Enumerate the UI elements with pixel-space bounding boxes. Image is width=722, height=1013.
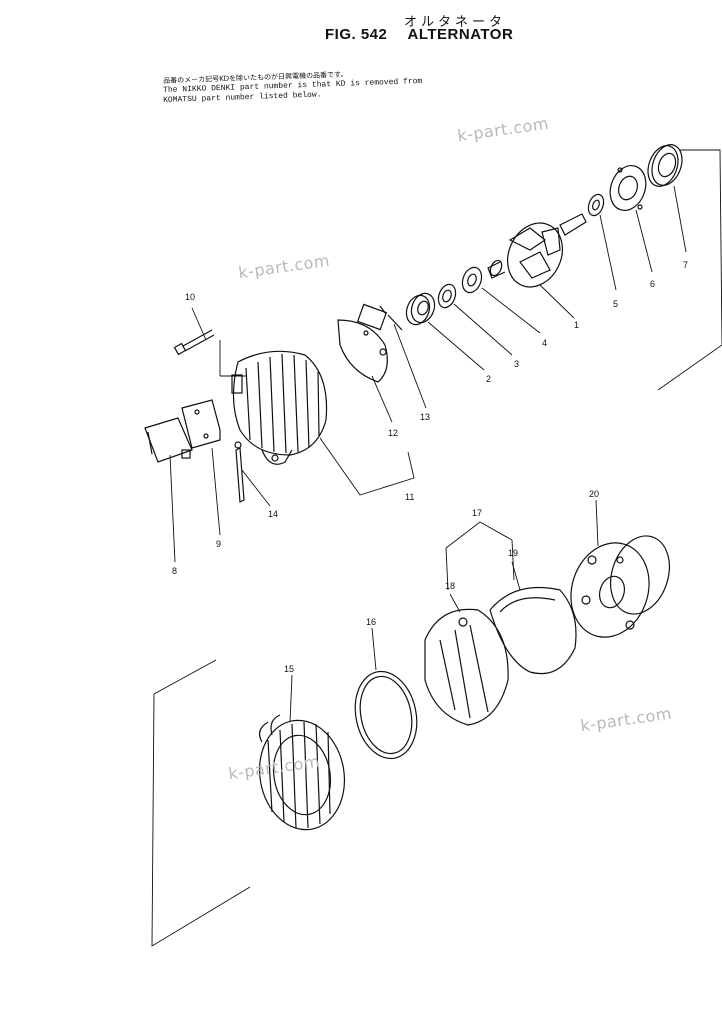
callout-19: 19 <box>508 548 518 558</box>
part-6-retainer-plate <box>609 165 647 211</box>
callout-12: 12 <box>388 428 398 438</box>
part-2-bearing <box>405 292 436 326</box>
page-title: FIG. 542 ALTERNATOR <box>325 26 513 43</box>
part-10-bolt <box>173 329 215 356</box>
figure-title: ALTERNATOR <box>407 26 514 43</box>
part-1-rotor <box>487 213 587 288</box>
callout-17: 17 <box>472 508 482 518</box>
part-9-gasket <box>181 399 221 449</box>
part-18-rectifier-housing <box>424 608 509 726</box>
part-8-regulator <box>144 417 193 463</box>
callout-10: 10 <box>185 292 195 302</box>
title-japanese: オルタネータ <box>404 15 507 30</box>
callout-7: 7 <box>683 260 688 270</box>
part-12-brush-holder-cover <box>337 319 388 383</box>
callout-20: 20 <box>589 489 599 499</box>
callout-9: 9 <box>216 539 221 549</box>
callout-15: 15 <box>284 664 294 674</box>
callout-1: 1 <box>574 320 579 330</box>
callout-13: 13 <box>420 412 430 422</box>
callout-11: 11 <box>405 492 414 502</box>
leader-lines <box>151 149 722 947</box>
part-11-rear-housing <box>231 350 328 465</box>
callout-2: 2 <box>486 374 491 384</box>
callout-5: 5 <box>613 299 618 309</box>
callout-3: 3 <box>514 359 519 369</box>
part-3-washer <box>437 283 457 309</box>
callout-14: 14 <box>268 509 278 519</box>
part-4-collar <box>461 266 483 294</box>
callouts: 1 2 3 4 5 6 7 8 9 10 11 12 13 14 15 16 1… <box>172 260 688 674</box>
callout-4: 4 <box>542 338 547 348</box>
part-5-spacer <box>587 193 605 217</box>
callout-16: 16 <box>366 617 376 627</box>
part-15-stator <box>258 714 346 831</box>
callout-6: 6 <box>650 279 655 289</box>
part-13-brush-holder <box>356 303 403 331</box>
callout-8: 8 <box>172 566 177 576</box>
part-20-front-housing <box>570 535 670 638</box>
part-14-terminal <box>234 441 245 503</box>
part-16-o-ring <box>354 670 418 760</box>
part-7-bearing <box>647 144 683 187</box>
part-19-cover <box>489 586 577 675</box>
figure-number: FIG. 542 <box>325 26 388 43</box>
callout-18: 18 <box>445 581 455 591</box>
